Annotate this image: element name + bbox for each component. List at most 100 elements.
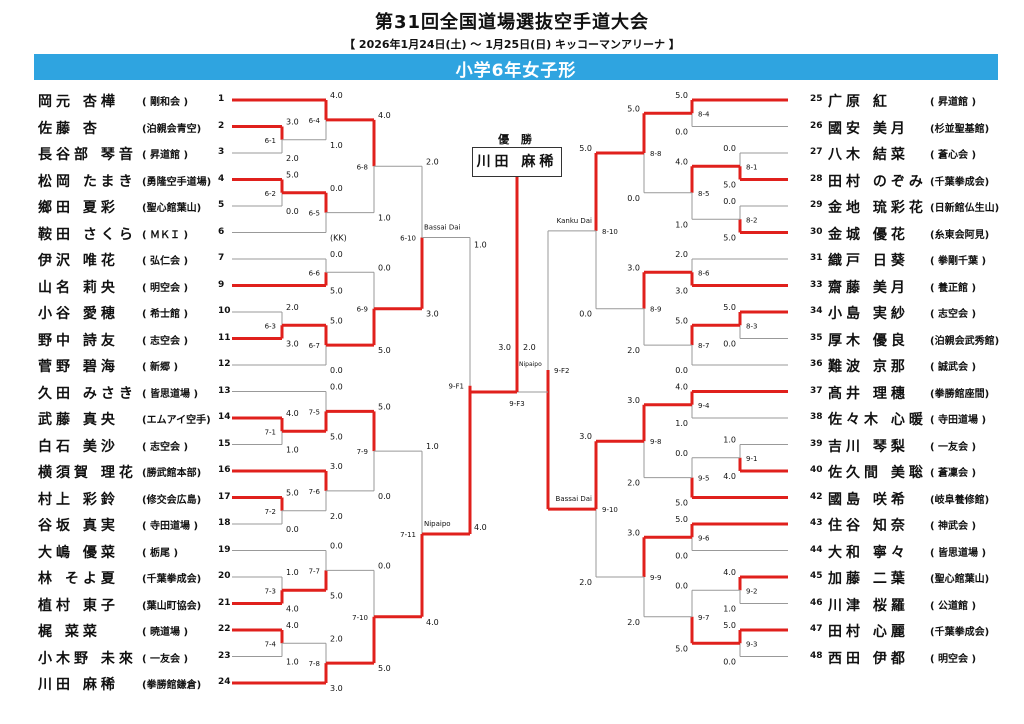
player-club: ( 希士館 ) (142, 309, 189, 320)
match-score: 5.0 (330, 287, 343, 296)
player-name: 齋藤 美月 (828, 279, 909, 296)
match-score: 0.0 (723, 340, 736, 349)
player-club: (拳勝館鎌倉) (142, 680, 202, 691)
kata-name: Nipaipo (424, 520, 451, 528)
match-score: 0.0 (330, 542, 343, 551)
player-club: ( 志空会 ) (142, 335, 189, 347)
match-score: 3.0 (330, 462, 343, 471)
player-name: 野中 詩友 (38, 332, 119, 349)
match-score: 5.0 (378, 346, 391, 355)
match-label: 8-6 (698, 269, 710, 277)
match-label: 9-3 (746, 640, 757, 648)
match-score: 1.0 (723, 436, 736, 445)
player-name: 吉川 琴梨 (828, 438, 909, 455)
match-label: 9-1 (746, 455, 757, 463)
match-label: 6-4 (309, 117, 321, 125)
match-score: 1.0 (426, 442, 439, 451)
player-number: 4 (218, 173, 225, 184)
player-row: 加藤 二葉(聖心館葉山)45 (788, 566, 1000, 588)
match-score: 5.0 (675, 515, 688, 524)
match-label: 6-2 (265, 190, 276, 198)
event-banner: 小学6年女子形 (34, 54, 998, 81)
player-name: 西田 伊都 (828, 650, 909, 667)
player-club: ( 養正館 ) (930, 282, 977, 294)
player-number: 39 (810, 438, 823, 449)
match-score: 0.0 (723, 144, 736, 153)
match-score: 5.0 (286, 171, 299, 180)
player-club: ( 弘仁会 ) (142, 256, 189, 267)
player-row: 八木 結菜( 蒼心会 )27 (788, 142, 1000, 164)
player-number: 30 (810, 226, 823, 237)
player-club: ( 公道館 ) (930, 600, 977, 612)
player-row: 村上 彩鈴(修交会広島)17 (36, 487, 232, 509)
player-row: 横須賀 理花(勝武館本部)16 (36, 460, 232, 482)
player-name: 金城 優花 (828, 226, 909, 243)
player-number: 11 (218, 332, 231, 343)
player-row: 松岡 たまき(勇隆空手道場)4 (36, 169, 232, 191)
match-score: 4.0 (426, 618, 439, 627)
match-score: 0.0 (378, 263, 391, 272)
match-score: 0.0 (627, 194, 640, 203)
player-name: 广原 紅 (828, 94, 891, 110)
match-score: (KK) (330, 234, 347, 243)
player-number: 18 (218, 518, 231, 528)
player-name: 川田 麻稀 (38, 677, 119, 693)
match-score: 5.0 (723, 234, 736, 243)
player-name: 白石 美沙 (38, 438, 119, 455)
player-number: 19 (218, 544, 231, 555)
match-label: 7-1 (265, 428, 276, 436)
player-club: ( 拳剛千葉 ) (930, 256, 987, 267)
player-club: ( 神武会 ) (930, 521, 977, 532)
player-number: 35 (810, 332, 823, 343)
player-club: ( 昇道館 ) (930, 97, 977, 108)
match-score: 1.0 (286, 658, 299, 667)
match-score: 5.0 (330, 432, 343, 441)
match-score: 4.0 (474, 523, 487, 532)
match-score: 3.0 (627, 263, 640, 272)
player-club: ( 蒼凜会 ) (930, 468, 977, 479)
match-label: 8-8 (650, 150, 661, 158)
champion-name: 川田 麻稀 (472, 147, 562, 177)
match-score: 2.0 (627, 479, 640, 488)
match-label: 8-2 (746, 216, 757, 224)
player-number: 24 (218, 677, 231, 687)
player-club: (勇隆空手道場) (142, 176, 212, 188)
match-label: 8-10 (602, 228, 618, 236)
player-number: 10 (218, 306, 231, 316)
match-label: 9-2 (746, 587, 757, 595)
match-score: 5.0 (579, 144, 592, 153)
match-score: 3.0 (579, 432, 592, 441)
player-name: 加藤 二葉 (828, 571, 909, 587)
player-name: 谷坂 真実 (38, 518, 119, 534)
player-club: ( 蒼心会 ) (930, 150, 977, 161)
match-score: 1.0 (723, 605, 736, 614)
player-name: 髙井 理穗 (828, 385, 909, 402)
match-score: 2.0 (627, 618, 640, 627)
player-row: 小島 実紗( 志空会 )34 (788, 301, 1000, 323)
match-score: 5.0 (378, 402, 391, 411)
player-number: 36 (810, 359, 823, 369)
player-number: 15 (218, 438, 231, 449)
kata-name: Bassai Dai (556, 495, 593, 503)
player-number: 38 (810, 412, 823, 422)
player-number: 27 (810, 147, 823, 157)
match-score: 4.0 (723, 472, 736, 481)
player-number: 46 (810, 597, 823, 608)
player-row: 佐藤 杏(泊親会青空)2 (36, 116, 232, 138)
player-club: (杉並聖基館) (930, 123, 990, 135)
player-club: (千葉拳成会) (142, 574, 202, 585)
player-number: 21 (218, 597, 231, 608)
match-score: 0.0 (675, 581, 688, 590)
player-name: 難波 京那 (828, 359, 909, 375)
match-score: 2.0 (286, 154, 299, 163)
match-label: 8-5 (698, 190, 709, 198)
match-score: 5.0 (723, 621, 736, 630)
player-row: 金地 琉彩花(日新館仏生山)29 (788, 195, 1000, 217)
player-club: ( 一友会 ) (142, 653, 189, 665)
player-number: 29 (810, 200, 823, 210)
player-number: 26 (810, 120, 823, 131)
player-name: 大嶋 優菜 (38, 544, 119, 561)
player-row: 難波 京那( 誠武会 )36 (788, 354, 1000, 376)
match-label: 6-8 (357, 163, 368, 171)
